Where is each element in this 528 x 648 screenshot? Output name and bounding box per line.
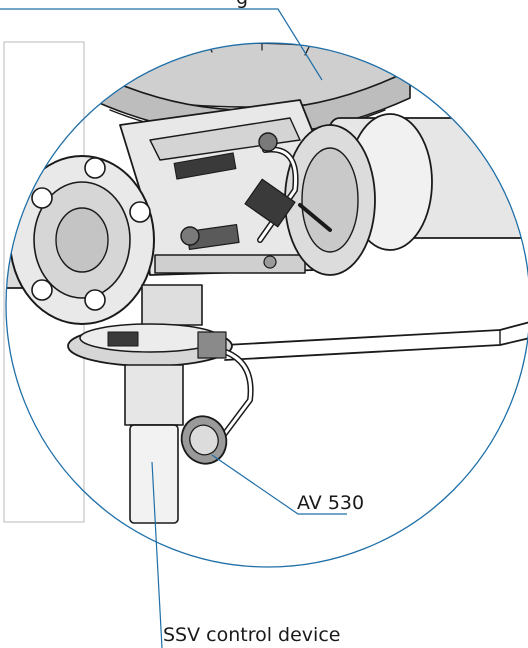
- callout-ssv-control-device: SSV control device: [163, 624, 341, 646]
- leader-lines: [0, 8, 347, 648]
- inlet-flange: [6, 155, 155, 325]
- callout-av530: AV 530: [297, 492, 365, 514]
- leader-av530: [211, 454, 347, 515]
- av530-gauge: [180, 331, 254, 465]
- detail-circle: [5, 42, 528, 568]
- callout-top-label: g: [236, 0, 248, 8]
- outlet-flange: [284, 113, 528, 276]
- impulse-line: [224, 321, 528, 361]
- flange-bolts: [31, 157, 151, 311]
- control-tubing: [180, 132, 332, 269]
- leader-top: [0, 8, 323, 81]
- ssv-control-device: [67, 284, 233, 524]
- leader-ssv: [151, 461, 163, 648]
